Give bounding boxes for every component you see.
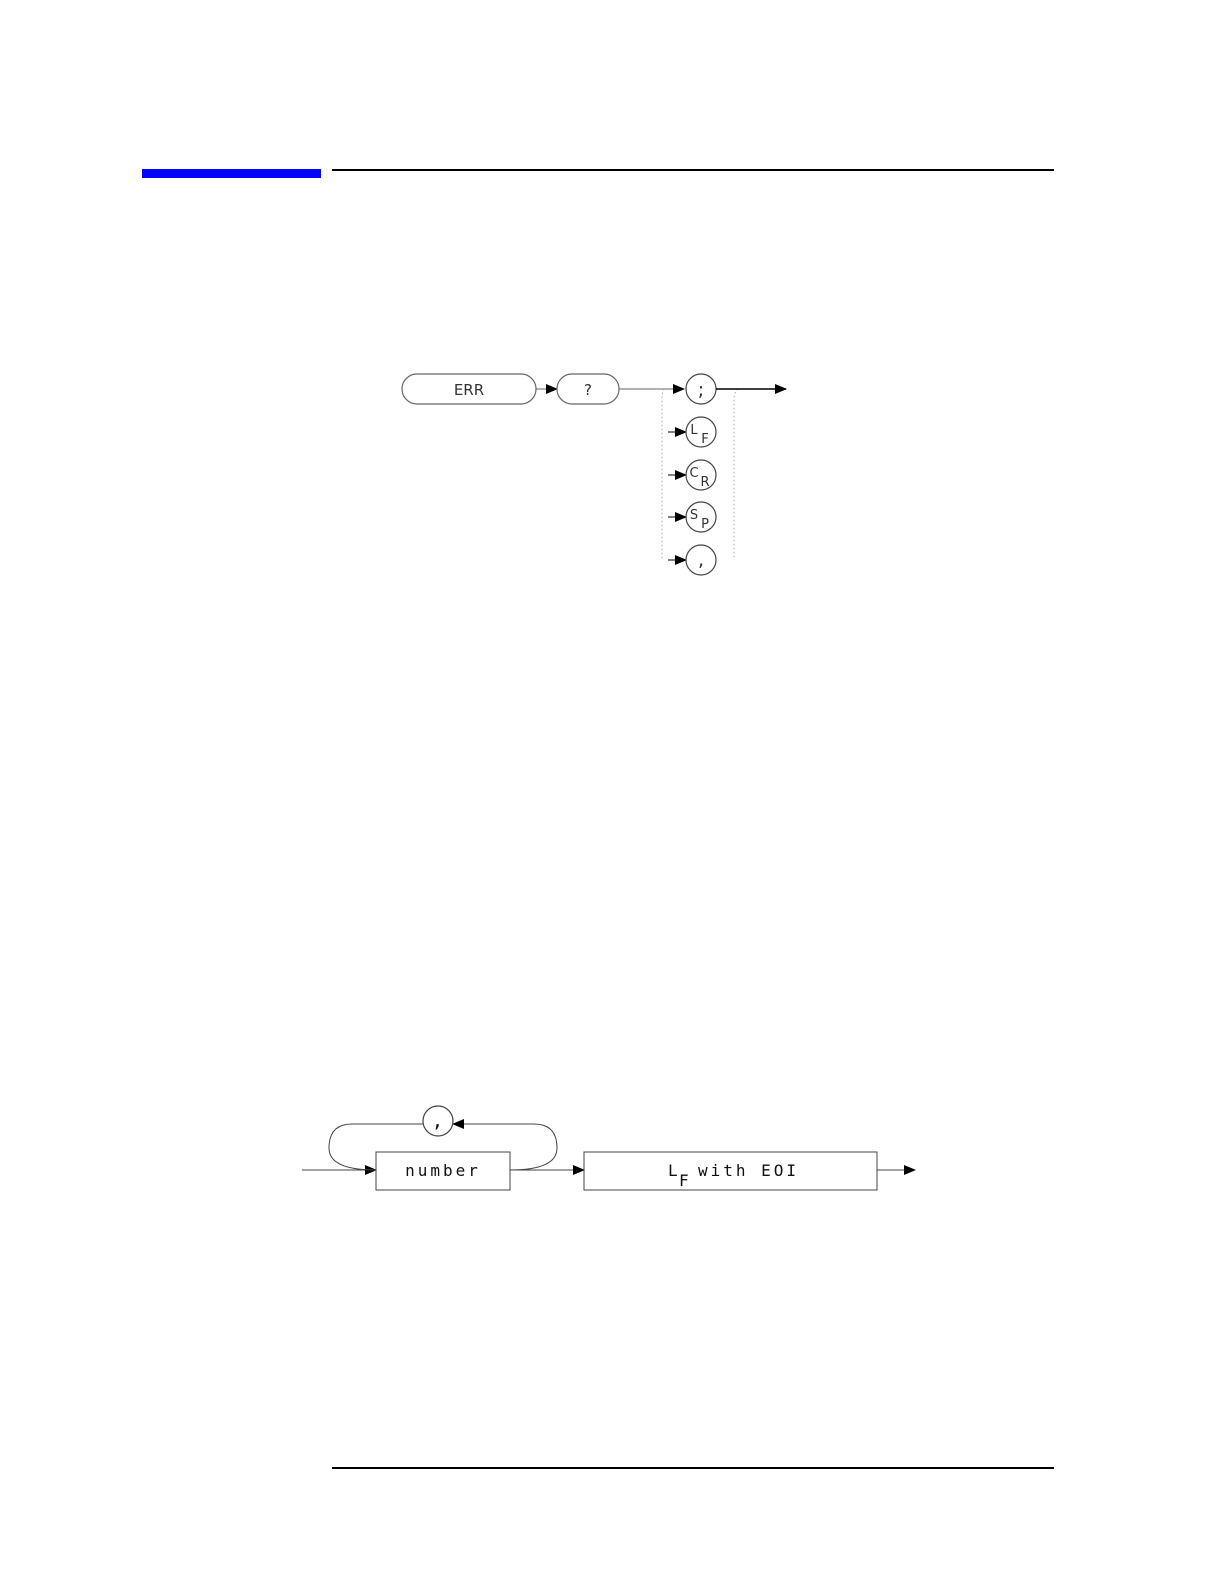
- terminator-comma-label: ,: [698, 549, 704, 571]
- err-syntax-diagram: ERR ? ; L F C R S P ,: [402, 374, 786, 575]
- query-label: ?: [584, 381, 592, 399]
- terminator-semicolon-label: ;: [698, 379, 704, 401]
- separator-comma-label: ,: [432, 1110, 446, 1132]
- terminator-cr-sub: R: [700, 475, 709, 490]
- terminator-lf-sub: F: [701, 432, 708, 447]
- terminator-lf-main: L: [690, 423, 698, 438]
- number-label: number: [405, 1161, 481, 1180]
- terminator-cr-main: C: [689, 466, 698, 481]
- branch-rail-left: [662, 389, 664, 560]
- terminator-sp-sub: P: [701, 517, 709, 532]
- lf-eoi-text: with EOI: [698, 1161, 799, 1180]
- branch-rail-right: [734, 389, 738, 560]
- err-keyword-label: ERR: [454, 381, 484, 399]
- lf-eoi-sub: F: [679, 1171, 692, 1190]
- terminator-sp-main: S: [690, 508, 698, 523]
- response-diagram: , number L F with EOI: [302, 1106, 915, 1190]
